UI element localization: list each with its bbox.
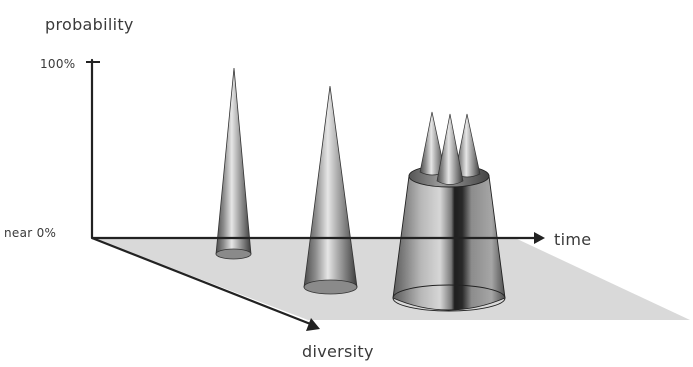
narrow-cone-1 [216,68,251,259]
time-arrowhead [534,232,545,244]
tick-100-label: 100% [40,57,76,71]
probability-label: probability [45,15,134,34]
tick-near-zero-label: near 0% [4,226,56,240]
wide-cone-with-spikes [393,112,505,311]
diversity-label: diversity [302,342,374,361]
small-cone-center [437,114,463,185]
base-plane [92,238,690,320]
time-label: time [554,230,591,249]
narrow-cone-2 [304,86,357,294]
